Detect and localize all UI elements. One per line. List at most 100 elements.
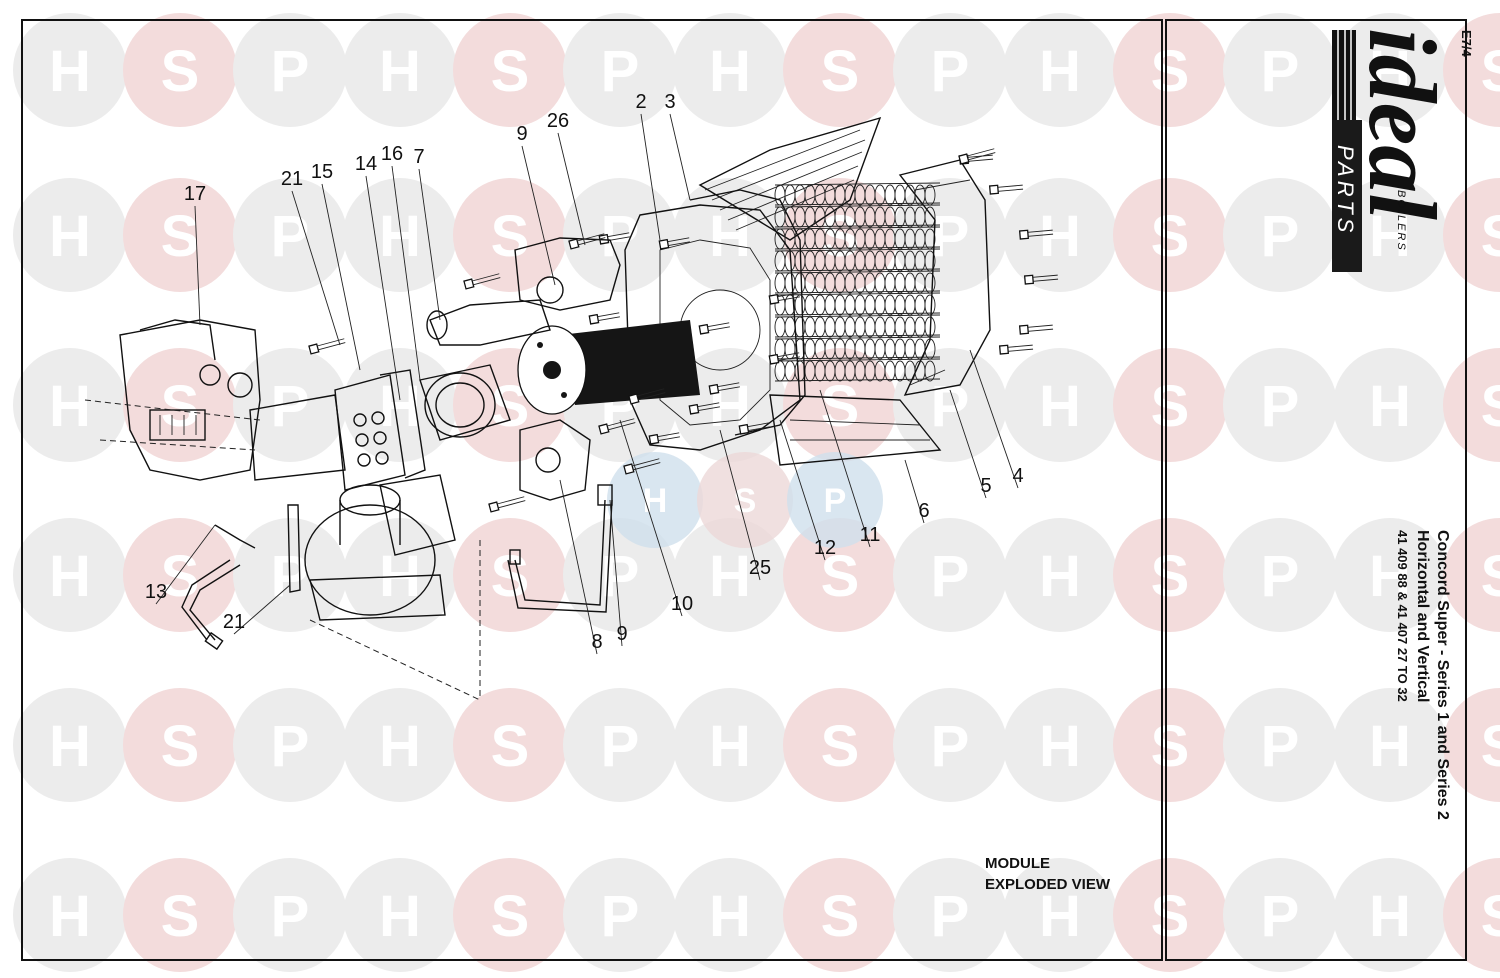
watermark-circle	[1113, 13, 1227, 127]
burner-tube	[517, 320, 700, 415]
watermark-circle	[673, 348, 787, 462]
watermark-letter: S	[1151, 544, 1190, 609]
watermark-letter: S	[1151, 714, 1190, 779]
watermark-center-circle	[607, 452, 703, 548]
fin	[914, 228, 926, 250]
fin	[894, 360, 906, 382]
fin	[814, 272, 826, 294]
fin	[884, 206, 896, 228]
bolt	[658, 237, 690, 250]
watermark-center-circle	[697, 452, 793, 548]
bolt	[738, 422, 770, 435]
watermark-circle	[233, 13, 347, 127]
watermark-letter: H	[49, 714, 91, 779]
leader-line	[365, 175, 401, 401]
watermark-letter: S	[161, 39, 200, 104]
fin-row-edge	[774, 182, 941, 206]
page-code: E7/4	[1459, 30, 1474, 58]
fin	[854, 316, 866, 338]
fin	[854, 206, 866, 228]
watermark-center-letter: H	[643, 482, 668, 520]
leader-line	[609, 499, 623, 647]
fin	[864, 206, 876, 228]
watermark-letter: P	[271, 374, 310, 439]
watermark-circle	[1113, 178, 1227, 292]
watermark-circle	[783, 518, 897, 632]
watermark-letter: P	[1261, 374, 1300, 439]
leader-line	[418, 168, 441, 321]
fin	[844, 360, 856, 382]
watermark-circle	[453, 178, 567, 292]
fin	[834, 228, 846, 250]
leader-line	[669, 113, 691, 201]
fin	[824, 294, 836, 316]
watermark-circle	[13, 13, 127, 127]
fin	[874, 338, 886, 360]
fin	[774, 206, 786, 228]
title-line-1: Concord Super - Series 1 and Series 2	[1434, 530, 1451, 820]
fin	[834, 316, 846, 338]
fin	[814, 228, 826, 250]
fin	[814, 250, 826, 272]
fin	[804, 294, 816, 316]
watermark-circle	[783, 348, 897, 462]
bolt	[708, 382, 740, 395]
watermark-letter: P	[931, 714, 970, 779]
leader-line	[521, 145, 556, 286]
watermark-circle	[563, 13, 677, 127]
watermark-circle	[563, 858, 677, 972]
bolt	[988, 184, 1024, 195]
fin	[804, 360, 816, 382]
watermark-circle	[13, 518, 127, 632]
watermark-circle	[673, 518, 787, 632]
fin	[784, 316, 796, 338]
bolt	[648, 432, 680, 445]
watermark-circle	[1443, 348, 1500, 462]
fin-row-edge	[774, 270, 941, 294]
watermark-letter: H	[1039, 374, 1081, 439]
fin	[774, 360, 786, 382]
fin	[804, 228, 816, 250]
logo-boilers: BOILERS	[1395, 190, 1407, 252]
watermark-circle	[123, 178, 237, 292]
callout-number: 15	[311, 161, 333, 183]
fin	[784, 184, 796, 206]
fin	[814, 184, 826, 206]
watermark-letter: S	[1481, 714, 1500, 779]
fin-row-edge	[774, 248, 941, 272]
watermark-letter: S	[821, 544, 860, 609]
callout-number: 7	[413, 146, 424, 168]
watermark-circle	[893, 688, 1007, 802]
fin	[904, 250, 916, 272]
watermark-circle	[1223, 178, 1337, 292]
gas-pipe	[181, 524, 256, 651]
watermark-circle	[1003, 348, 1117, 462]
fin	[804, 184, 816, 206]
fin	[824, 272, 836, 294]
bolt	[463, 273, 501, 290]
watermark-letter: H	[49, 544, 91, 609]
fin	[884, 316, 896, 338]
fin	[794, 184, 806, 206]
watermark-letter: S	[161, 204, 200, 269]
title-line-3: 41 409 88 & 41 407 27 TO 32	[1395, 530, 1410, 702]
watermark-letter: H	[709, 884, 751, 949]
fin	[804, 206, 816, 228]
fin	[844, 338, 856, 360]
watermark-circle	[343, 858, 457, 972]
watermark-circle	[1333, 858, 1447, 972]
fin	[904, 316, 916, 338]
watermark-letter: S	[491, 884, 530, 949]
watermark-circle	[1003, 858, 1117, 972]
fin	[874, 272, 886, 294]
fin	[874, 184, 886, 206]
drawing-frame	[21, 19, 1163, 961]
fin	[844, 206, 856, 228]
leader-line	[779, 419, 826, 561]
bolt	[598, 232, 630, 245]
fin	[884, 338, 896, 360]
fin	[904, 272, 916, 294]
fin	[864, 294, 876, 316]
leader-line	[291, 190, 341, 346]
watermark-circle	[233, 688, 347, 802]
